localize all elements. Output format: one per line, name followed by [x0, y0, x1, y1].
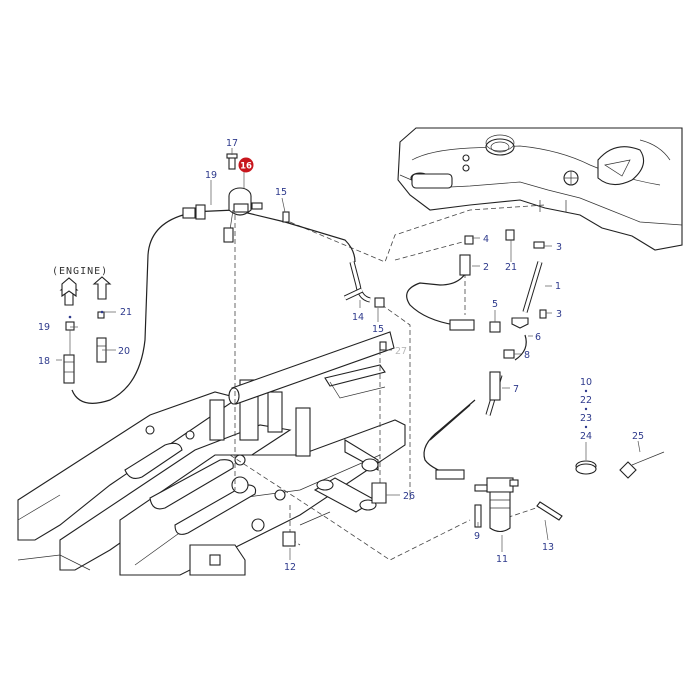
callout-20: 20 [118, 346, 130, 357]
callout-15b: 15 [372, 324, 384, 335]
callout-14: 14 [352, 312, 364, 323]
callout-7: 7 [513, 384, 519, 395]
callout-18: 18 [38, 356, 50, 367]
callout-2: 2 [483, 262, 489, 273]
chassis-frame [17, 331, 406, 576]
callout-15a: 15 [275, 187, 287, 198]
fuel-tank [397, 127, 683, 251]
callout-24: 24 [580, 431, 592, 442]
callout-labels: 1 2 3 3 4 5 6 7 8 9 10 11 12 13 14 15 15… [38, 138, 644, 573]
callout-27: 27 [395, 346, 407, 357]
callout-13: 13 [542, 542, 554, 553]
callout-4: 4 [483, 234, 489, 245]
callout-5: 5 [492, 299, 498, 310]
callout-26: 26 [403, 491, 415, 502]
callout-9: 9 [474, 531, 480, 542]
callout-6: 6 [535, 332, 541, 343]
callout-10: 10 [580, 377, 592, 388]
callout-23: 23 [580, 413, 592, 424]
assembly-guide-lines [229, 204, 546, 561]
callout-8: 8 [524, 350, 530, 361]
small-components [59, 153, 665, 547]
callout-17: 17 [226, 138, 238, 149]
callout-leaders [56, 148, 641, 560]
callout-22: 22 [580, 395, 592, 406]
callout-3a: 3 [556, 242, 562, 253]
callout-19a: 19 [205, 170, 217, 181]
fuel-filter-11 [474, 477, 519, 533]
callout-25: 25 [632, 431, 644, 442]
callout-19b: 19 [38, 322, 50, 333]
sensor-unit-16 [223, 187, 263, 243]
engine-label: (ENGINE) [52, 266, 108, 277]
callout-12: 12 [284, 562, 296, 573]
callout-16: 16 [240, 162, 252, 172]
callout-dots [68, 310, 588, 429]
callout-3b: 3 [556, 309, 562, 320]
callout-21a: 21 [505, 262, 517, 273]
callout-11: 11 [496, 554, 508, 565]
callout-21b: 21 [120, 307, 132, 318]
callout-1: 1 [555, 281, 561, 292]
highlighted-callout-16: 16 [238, 157, 254, 173]
